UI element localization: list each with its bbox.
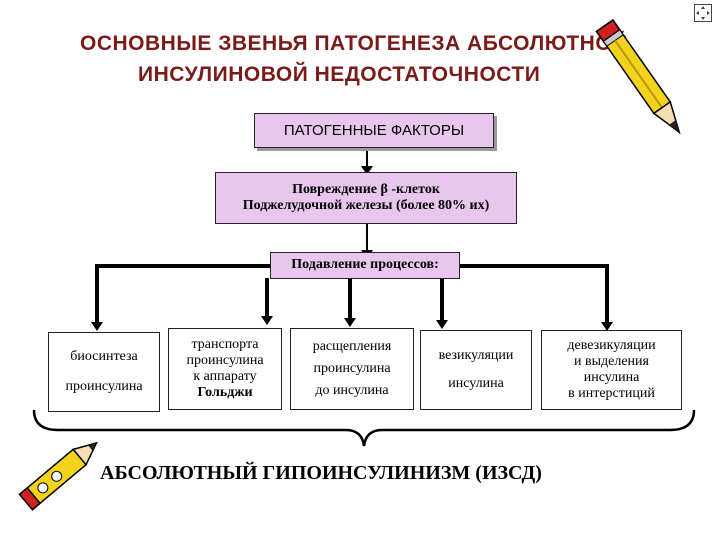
bus-drop [348, 278, 352, 320]
process-line: расщепления [312, 338, 392, 354]
process-line: биосинтеза [70, 348, 138, 364]
process-box-biosynthesis: биосинтеза проинсулина [48, 332, 160, 412]
process-line: и выделения [574, 353, 649, 369]
process-line: инсулина [448, 376, 504, 391]
bus-drop [605, 264, 609, 324]
bus-line-left [95, 264, 270, 268]
bus-drop [440, 278, 444, 322]
arrowhead [261, 316, 273, 325]
process-line: до инсулина [315, 383, 389, 399]
process-box-vesiculation: везикуляции инсулина [420, 330, 532, 410]
process-box-devesiculation: девезикуляции и выделения инсулина в инт… [541, 330, 682, 410]
process-box-transport: транспорта проинсулина к аппарату Гольдж… [168, 328, 282, 410]
process-line: везикуляции [438, 347, 514, 363]
bus-line-right [460, 264, 609, 268]
pencil-icon [595, 18, 681, 135]
title-line-1: ОСНОВНЫЕ ЗВЕНЬЯ ПАТОГЕНЕЗА АБСОЛЮТНОЙ [80, 32, 628, 55]
arrowhead [436, 320, 448, 329]
arrowhead [601, 322, 613, 331]
process-line: девезикуляции [567, 337, 656, 353]
process-line: Гольджи [197, 385, 253, 401]
arrowhead [91, 322, 103, 331]
process-line: инсулина [583, 370, 640, 385]
damage-line-1: Повреждение β -клеток [292, 181, 440, 197]
arrowhead [344, 318, 356, 327]
title-line-2: ИНСУЛИНОВОЙ НЕДОСТАТОЧНОСТИ [138, 63, 541, 86]
process-line: в интерстиций [568, 386, 655, 402]
connector [366, 224, 368, 254]
process-line: проинсулина [65, 379, 143, 394]
result-label: АБСОЛЮТНЫЙ ГИПОИНСУЛИНИЗМ (ИЗСД) [100, 462, 542, 484]
bus-drop [265, 278, 269, 318]
process-line: транспорта [191, 336, 259, 352]
suppression-label: Подавление процессов: [291, 257, 439, 273]
pathogenic-factors-box: ПАТОГЕННЫЕ ФАКТОРЫ [254, 113, 494, 148]
beta-cell-damage-box: Повреждение β -клеток Поджелудочной желе… [215, 172, 517, 224]
connector [366, 148, 368, 172]
process-box-cleavage: расщепления проинсулина до инсулина [290, 328, 414, 410]
damage-line-2: Поджелудочной железы (более 80% их) [242, 198, 490, 213]
bus-drop [95, 264, 99, 324]
move-icon[interactable] [694, 4, 712, 22]
process-line: к аппарату [193, 369, 257, 384]
pathogenic-factors-label: ПАТОГЕННЫЕ ФАКТОРЫ [283, 121, 465, 139]
curly-brace [32, 409, 696, 447]
pencil-icon [18, 441, 98, 511]
arrowhead [361, 166, 373, 175]
process-line: проинсулина [186, 352, 264, 368]
process-line: проинсулина [313, 360, 391, 376]
suppression-box: Подавление процессов: [270, 252, 460, 279]
